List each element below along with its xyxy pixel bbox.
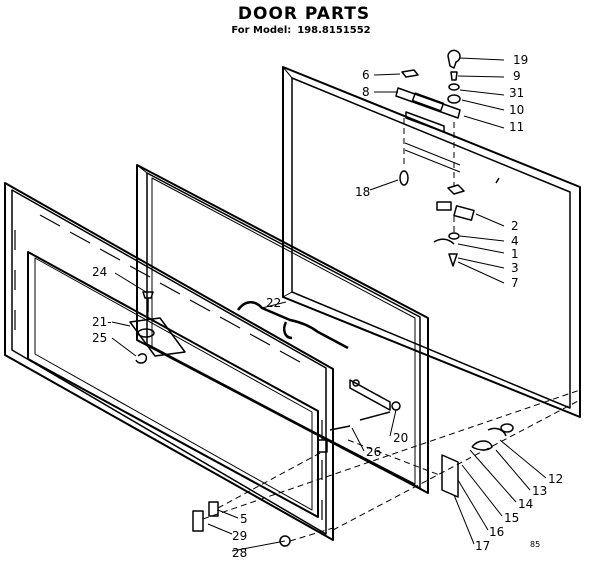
callout-21: 21-: [92, 315, 112, 329]
callout-10: 10: [509, 103, 524, 117]
lower-parts: [192, 439, 328, 547]
model-number: 198.8151552: [297, 25, 371, 36]
callout-31: 31: [509, 86, 524, 100]
callout-9: 9: [513, 69, 521, 83]
callout-4: 4: [511, 234, 519, 248]
callout-14: 14: [518, 497, 533, 511]
model-label: For Model:: [231, 25, 292, 36]
callout-15: 15: [504, 511, 519, 525]
outer-door-panel: [282, 66, 581, 418]
callout-24: 24: [92, 265, 107, 279]
callout-20: 20: [393, 431, 408, 445]
interlock-switch: [329, 379, 401, 431]
callout-26: 26: [366, 445, 381, 459]
callout-2: 2: [511, 219, 519, 233]
callout-8: 8: [362, 85, 370, 99]
bottom-hinge-parts: [441, 423, 514, 498]
callout-5: 5: [240, 512, 248, 526]
callout-1: 1: [511, 247, 519, 261]
explode-lines: [147, 118, 581, 542]
hinge-hardware: [433, 184, 475, 267]
latch-assembly: [395, 49, 461, 186]
callout-11: 11: [509, 120, 524, 134]
model-subtitle: For Model: 198.8151552: [0, 25, 608, 36]
leader-lines: [111, 57, 547, 552]
latch-bracket: [129, 291, 186, 364]
callout-7: 7: [511, 276, 519, 290]
inner-door-panel: [4, 182, 334, 541]
callout-12: 12: [548, 472, 563, 486]
callout-29: 29: [232, 529, 247, 543]
page-title: DOOR PARTS: [237, 4, 371, 24]
callout-13: 13: [532, 484, 547, 498]
callout-19: 19: [513, 53, 528, 67]
corner-mark: 85: [530, 540, 540, 549]
callout-22: 22: [266, 296, 281, 310]
callout-16: 16: [489, 525, 504, 539]
callout-25: 25: [92, 331, 107, 345]
callout-labels: 19 9 31 10 11 6 8 18 2 4 1 3 7 24 22 21-…: [92, 53, 563, 560]
callout-18: 18: [355, 185, 370, 199]
callout-3: 3: [511, 261, 519, 275]
callout-28: 28: [232, 546, 247, 560]
callout-17: 17: [475, 539, 490, 553]
handle-rod: [236, 301, 349, 350]
callout-6: 6: [362, 68, 370, 82]
